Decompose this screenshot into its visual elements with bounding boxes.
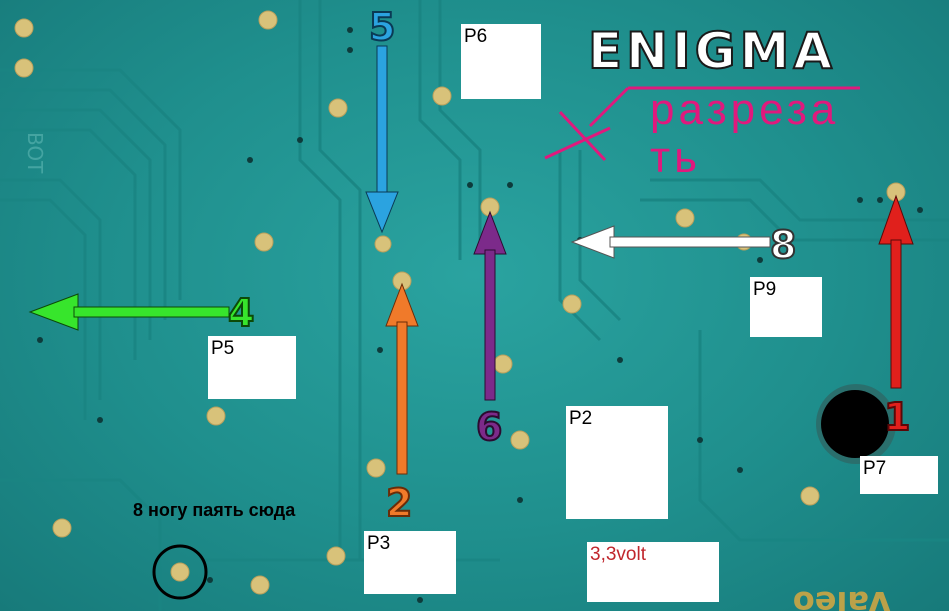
arrow-2-number: 2 [386,481,412,525]
arrow-8 [570,225,771,259]
valeo-silkscreen: Valeo [793,584,892,611]
cut-instruction-text: разреза ть [650,85,840,182]
arrow-8-number: 8 [770,223,796,267]
label-p6-text: P6 [464,26,488,47]
cut-line-diagonal [588,86,630,128]
label-p3: P3 [364,531,456,594]
arrow-1-number: 1 [884,395,910,439]
arrow-5 [365,45,399,234]
solder-note: 8 ногу паять сюда [133,500,296,520]
cut-cross-mark [544,110,611,162]
label-p9: P9 [750,277,822,337]
bot-silkscreen: BOT [23,132,47,174]
arrow-6 [473,210,507,401]
logo-text: ENIGMA [588,22,836,78]
solder-target-circle [152,544,208,600]
label-p7: P7 [860,456,938,494]
voltage-text: 3,3volt [590,544,646,565]
label-voltage: 3,3volt [587,542,719,602]
arrow-4 [28,293,230,331]
label-p2-text: P2 [569,408,593,429]
arrow-6-number: 6 [476,405,502,449]
arrow-2 [385,282,419,475]
label-p9-text: P9 [753,279,777,300]
label-p7-text: P7 [863,458,887,479]
label-p2: P2 [566,406,668,519]
label-p3-text: P3 [367,533,391,554]
label-p6: P6 [461,24,541,99]
enigma-logo: ENIGMA [587,22,836,78]
arrow-5-number: 5 [369,5,395,49]
arrow-1 [878,194,914,389]
mounting-hole [821,390,889,458]
arrow-4-number: 4 [228,291,254,335]
label-p5: P5 [208,336,296,399]
label-p5-text: P5 [211,338,235,359]
